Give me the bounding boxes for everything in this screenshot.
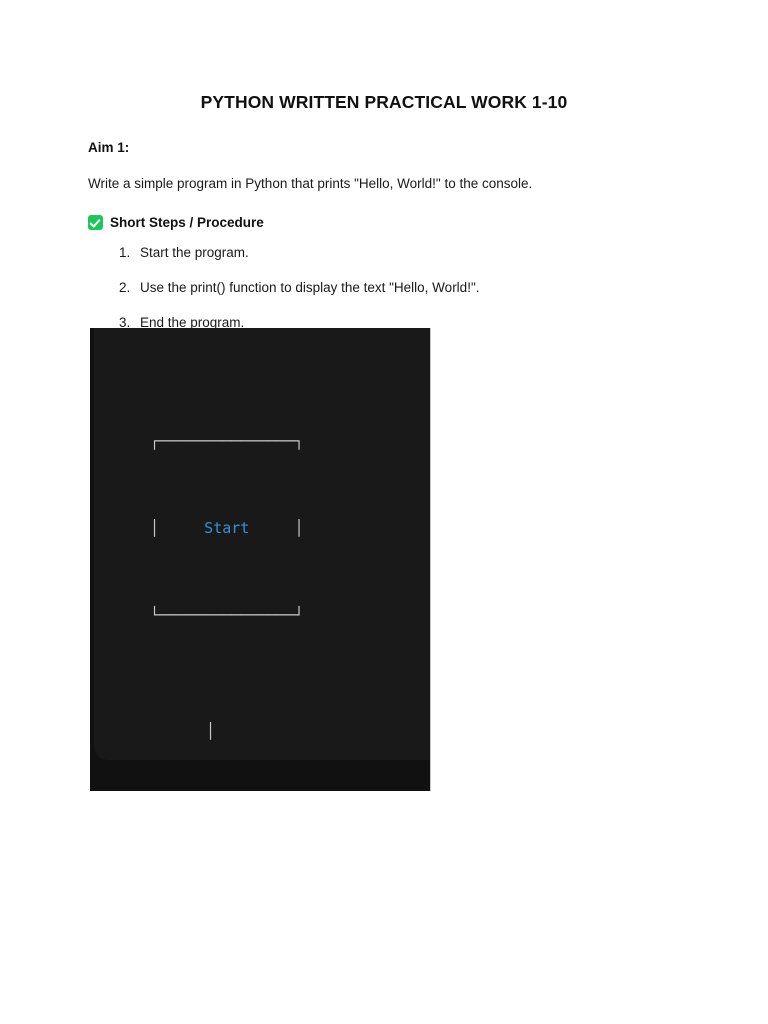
start-node-label: Start bbox=[159, 519, 295, 537]
list-item: Start the program. bbox=[134, 244, 680, 262]
flowchart-panel-inner: ┌───────────────┐ │ Start │ └───────────… bbox=[94, 328, 430, 760]
page-title: PYTHON WRITTEN PRACTICAL WORK 1-10 bbox=[200, 92, 568, 112]
steps-heading-label: Short Steps / Procedure bbox=[110, 214, 264, 230]
procedure-list: Start the program. Use the print() funct… bbox=[88, 230, 680, 333]
aim-description: Write a simple program in Python that pr… bbox=[88, 176, 533, 191]
steps-heading: Short Steps / Procedure bbox=[88, 194, 680, 230]
start-node-left-edge: │ bbox=[150, 519, 160, 537]
start-node-top-border: ┌───────────────┐ bbox=[150, 432, 304, 450]
start-node-right-edge: │ bbox=[294, 519, 304, 537]
connector-1-line: │ bbox=[206, 722, 216, 740]
start-node-body: │ Start │ bbox=[94, 514, 430, 543]
list-item: Use the print() function to display the … bbox=[134, 279, 680, 297]
aim-label: Aim 1: bbox=[88, 140, 130, 155]
start-node-bottom-border: └───────────────┘ bbox=[150, 606, 304, 624]
list-item: End the program. bbox=[134, 314, 680, 332]
ascii-flowchart: ┌───────────────┐ │ Start │ └───────────… bbox=[94, 328, 430, 791]
flowchart-panel: ┌───────────────┐ │ Start │ └───────────… bbox=[90, 328, 431, 791]
green-check-icon bbox=[88, 214, 103, 230]
